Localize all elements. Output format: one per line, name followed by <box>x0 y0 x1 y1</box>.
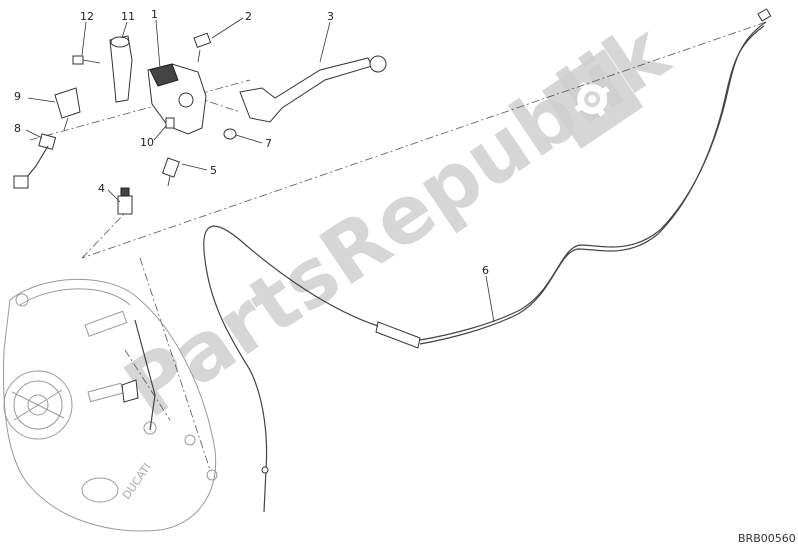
callout-2: 2 <box>245 10 252 23</box>
engine-cover-logo: DUCATI <box>120 461 154 502</box>
switch-part-9 <box>54 87 81 131</box>
bolt-part-12 <box>72 55 101 65</box>
callout-11: 11 <box>121 10 135 23</box>
drawing-code: BRB00560 <box>738 532 796 545</box>
callout-8: 8 <box>14 122 21 135</box>
sensor-part-8 <box>13 133 57 189</box>
callouts: 1 2 3 4 5 6 7 8 9 10 11 12 <box>14 8 489 277</box>
clutch-cable-part-6 <box>203 8 772 513</box>
gear-icon <box>541 48 644 149</box>
callout-3: 3 <box>327 10 334 23</box>
callout-4: 4 <box>98 182 105 195</box>
bushing-part-7 <box>223 128 237 140</box>
callout-7: 7 <box>265 137 272 150</box>
adjuster-part-4 <box>117 187 133 215</box>
screw-part-2 <box>193 32 212 63</box>
callout-9: 9 <box>14 90 21 103</box>
pin-part-10 <box>165 117 175 129</box>
callout-1: 1 <box>151 8 158 21</box>
assembly-guide-lines <box>29 21 767 471</box>
callout-5: 5 <box>210 164 217 177</box>
callout-12: 12 <box>80 10 94 23</box>
clamp-part-11 <box>109 35 133 103</box>
callout-6: 6 <box>482 264 489 277</box>
bracket-part-5 <box>161 157 180 187</box>
callout-10: 10 <box>140 136 154 149</box>
callout-leaders <box>25 17 495 323</box>
master-body-part-1 <box>147 63 207 135</box>
clutch-lever-part-3 <box>239 55 387 123</box>
watermark: PartsRepublik <box>109 5 686 436</box>
